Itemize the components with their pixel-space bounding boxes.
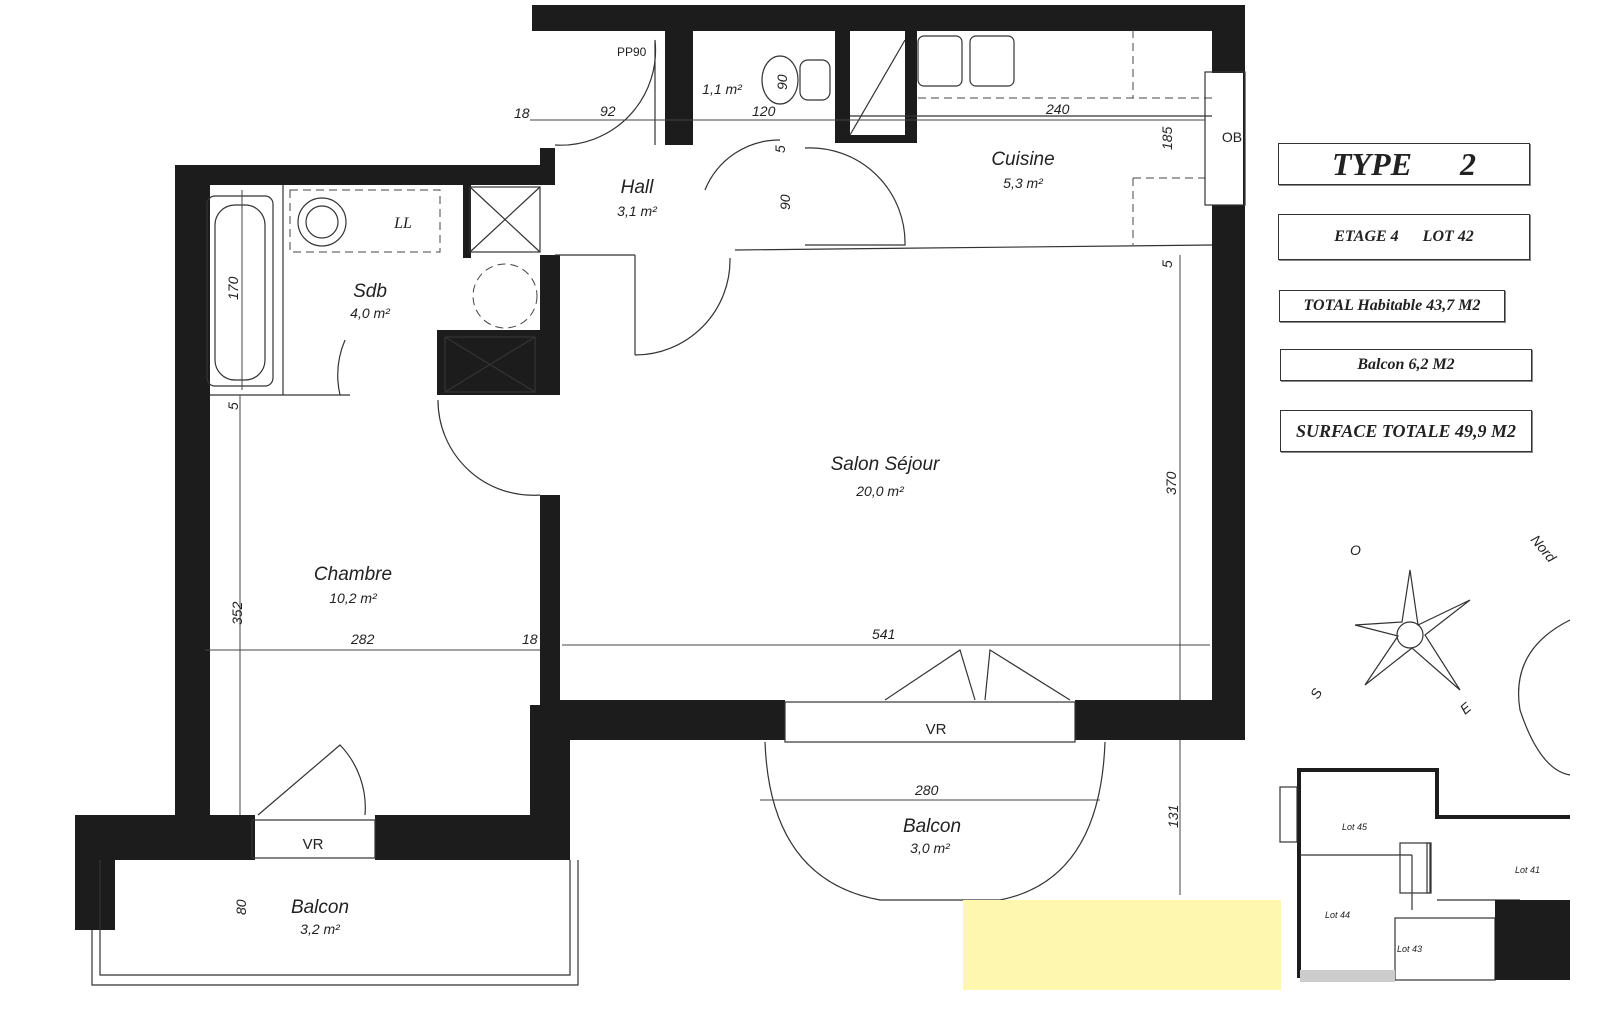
- hall-name: Hall: [621, 177, 655, 198]
- sdb-name: Sdb: [353, 281, 387, 302]
- vr-chambre-label: VR: [303, 836, 324, 853]
- salon-area: 20,0 m²: [855, 483, 905, 499]
- etage-lot-box: ETAGE 4 LOT 42: [1278, 214, 1530, 260]
- balcon-total-label: Balcon 6,2 M2: [1357, 356, 1455, 373]
- windows: [251, 71, 1246, 859]
- surface-totale-box: SURFACE TOTALE 49,9 M2: [1280, 410, 1532, 452]
- dim-280: 280: [914, 782, 939, 798]
- etage-label: ETAGE 4: [1334, 228, 1399, 245]
- dim-282: 282: [350, 631, 375, 647]
- dim-185: 185: [1159, 126, 1175, 150]
- balcon-salon-name: Balcon: [903, 816, 961, 837]
- doors: [257, 39, 1071, 816]
- dim-352: 352: [229, 601, 245, 625]
- dim-541: 541: [872, 626, 895, 642]
- dim-90-hall: 90: [777, 194, 793, 210]
- lot-41-label: Lot 41: [1515, 865, 1540, 875]
- dim-5-cuisine: 5: [1159, 260, 1175, 268]
- surface-totale-label: SURFACE TOTALE 49,9 M2: [1295, 420, 1517, 441]
- lot-label: LOT 42: [1422, 228, 1474, 245]
- dim-131: 131: [1165, 805, 1181, 828]
- lot-45-label: Lot 45: [1342, 822, 1368, 832]
- vr-salon-label: VR: [926, 721, 947, 738]
- walls: [75, 5, 1245, 930]
- dim-18: 18: [514, 105, 530, 121]
- dim-370: 370: [1163, 471, 1179, 495]
- compass-north: Nord: [1528, 532, 1561, 566]
- lot-44-label: Lot 44: [1325, 910, 1350, 920]
- total-habitable-label: TOTAL Habitable 43,7 M2: [1303, 297, 1481, 314]
- dimension-lines: [205, 119, 1210, 895]
- balcon-chambre-name: Balcon: [291, 897, 349, 918]
- cuisine-name: Cuisine: [991, 149, 1054, 170]
- cuisine-area: 5,3 m²: [1003, 175, 1044, 191]
- hall-area: 3,1 m²: [617, 203, 658, 219]
- pp90-label: PP90: [617, 45, 647, 59]
- salon-name: Salon Séjour: [831, 454, 940, 475]
- dim-5-chambre: 5: [225, 402, 241, 410]
- dim-170: 170: [225, 276, 241, 300]
- type-number: 2: [1459, 145, 1476, 182]
- balcony-chambre-outline: [91, 860, 579, 986]
- partitions: [206, 30, 1213, 396]
- type-label: TYPE: [1332, 145, 1412, 182]
- compass-rose-icon: O Nord S E: [1307, 532, 1571, 776]
- total-habitable-box: TOTAL Habitable 43,7 M2: [1279, 290, 1505, 322]
- dim-240: 240: [1045, 101, 1070, 117]
- compass-south: S: [1307, 685, 1326, 702]
- highlight-box: [963, 900, 1281, 990]
- dim-90-wc: 90: [774, 74, 790, 90]
- dim-80: 80: [233, 899, 249, 915]
- site-plan: Lot 45 Lot 41 Lot 44 Lot 43: [1279, 768, 1570, 982]
- wc-area: 1,1 m²: [702, 81, 743, 97]
- dim-92: 92: [600, 103, 616, 119]
- chambre-area: 10,2 m²: [329, 590, 378, 606]
- ob-label: OB: [1222, 129, 1242, 145]
- balcon-total-box: Balcon 6,2 M2: [1280, 349, 1532, 381]
- compass-west: O: [1350, 542, 1361, 558]
- dim-5-hall: 5: [772, 145, 788, 153]
- sdb-area: 4,0 m²: [350, 305, 391, 321]
- balcon-salon-area: 3,0 m²: [910, 840, 951, 856]
- chambre-name: Chambre: [314, 564, 392, 585]
- ll-label: LL: [393, 215, 412, 232]
- balcon-chambre-area: 3,2 m²: [300, 921, 341, 937]
- lot-43-label: Lot 43: [1397, 944, 1422, 954]
- type-box: TYPE 2: [1278, 143, 1530, 185]
- dim-18-b: 18: [522, 631, 538, 647]
- compass-east: E: [1457, 699, 1475, 718]
- dim-120: 120: [752, 103, 776, 119]
- balcony-salon-outline: [764, 741, 1106, 901]
